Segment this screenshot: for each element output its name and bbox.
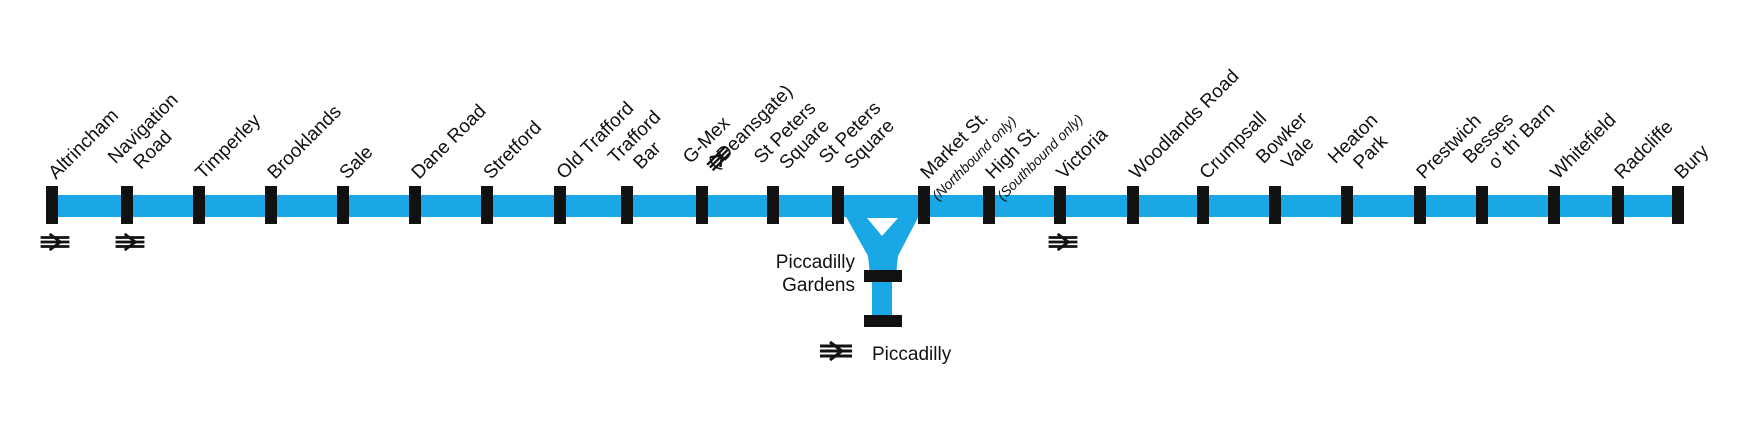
- stop-sale: [337, 186, 349, 224]
- label-radcliffe-line-1: Radcliffe: [1611, 117, 1678, 184]
- tram-track: [52, 195, 1678, 320]
- label-dane-road-line-1: Dane Road: [408, 101, 491, 184]
- piccadilly-label: Piccadilly: [872, 344, 952, 365]
- label-timperley-line-1: Timperley: [192, 110, 266, 184]
- stop-crumpsall: [1197, 186, 1209, 224]
- stop-st-peters-square-1: [767, 186, 779, 224]
- stop-whitefield: [1548, 186, 1560, 224]
- piccadilly-branch-track: [872, 270, 892, 320]
- stop-st-peters-square-2: [832, 186, 844, 224]
- label-whitefield-line-1: Whitefield: [1547, 110, 1621, 184]
- rail-icon-piccadilly: [818, 341, 854, 361]
- label-radcliffe: Radcliffe: [1611, 117, 1678, 184]
- rail-icon-navigation-road: [114, 233, 146, 251]
- piccadilly-gardens-line-2: Gardens: [782, 275, 855, 296]
- rail-icon-altrincham: [39, 233, 71, 251]
- stop-woodlands-road: [1127, 186, 1139, 224]
- stop-brooklands: [265, 186, 277, 224]
- stop-besses-o-th-barn: [1476, 186, 1488, 224]
- piccadilly-branch-stops: [864, 270, 902, 327]
- label-brooklands-line-1: Brooklands: [264, 101, 346, 183]
- label-bury-line-1: Bury: [1671, 141, 1714, 184]
- label-whitefield: Whitefield: [1547, 110, 1621, 184]
- fork-inner-gap: [867, 218, 898, 236]
- stop-market-st: [918, 186, 930, 224]
- national-rail-interchanges: [39, 233, 1079, 251]
- label-stretford-line-1: Stretford: [480, 117, 546, 183]
- stop-victoria: [1054, 186, 1066, 224]
- label-stretford: Stretford: [480, 117, 546, 183]
- stop-timperley: [193, 186, 205, 224]
- station-stops: [46, 186, 1684, 224]
- label-dane-road: Dane Road: [408, 101, 491, 184]
- stop-stretford: [481, 186, 493, 224]
- label-sale-line-1: Sale: [336, 142, 378, 184]
- stop-bury: [1672, 186, 1684, 224]
- stop-prestwich: [1414, 186, 1426, 224]
- piccadilly-gardens-line-1: Piccadilly: [776, 252, 856, 273]
- stop-trafford-bar: [621, 186, 633, 224]
- stop-altrincham: [46, 186, 58, 224]
- stop-g-mex: [696, 186, 708, 224]
- piccadilly-gardens-label: Piccadilly Gardens: [776, 252, 856, 296]
- stop-old-trafford: [554, 186, 566, 224]
- stop-piccadilly-gardens: [864, 270, 902, 282]
- label-timperley: Timperley: [192, 110, 266, 184]
- stop-bowker-vale: [1269, 186, 1281, 224]
- piccadilly-branch-fork: [840, 206, 924, 275]
- label-bury: Bury: [1671, 141, 1714, 184]
- stop-piccadilly: [864, 315, 902, 327]
- stop-radcliffe: [1612, 186, 1624, 224]
- label-altrincham-line-1: Altrincham: [45, 105, 123, 183]
- label-altrincham: Altrincham: [45, 105, 123, 183]
- stop-heaton-park: [1341, 186, 1353, 224]
- rail-icon-victoria: [1047, 233, 1079, 251]
- stop-navigation-road: [121, 186, 133, 224]
- label-brooklands: Brooklands: [264, 101, 346, 183]
- stop-high-st: [983, 186, 995, 224]
- stop-dane-road: [409, 186, 421, 224]
- label-sale: Sale: [336, 142, 378, 184]
